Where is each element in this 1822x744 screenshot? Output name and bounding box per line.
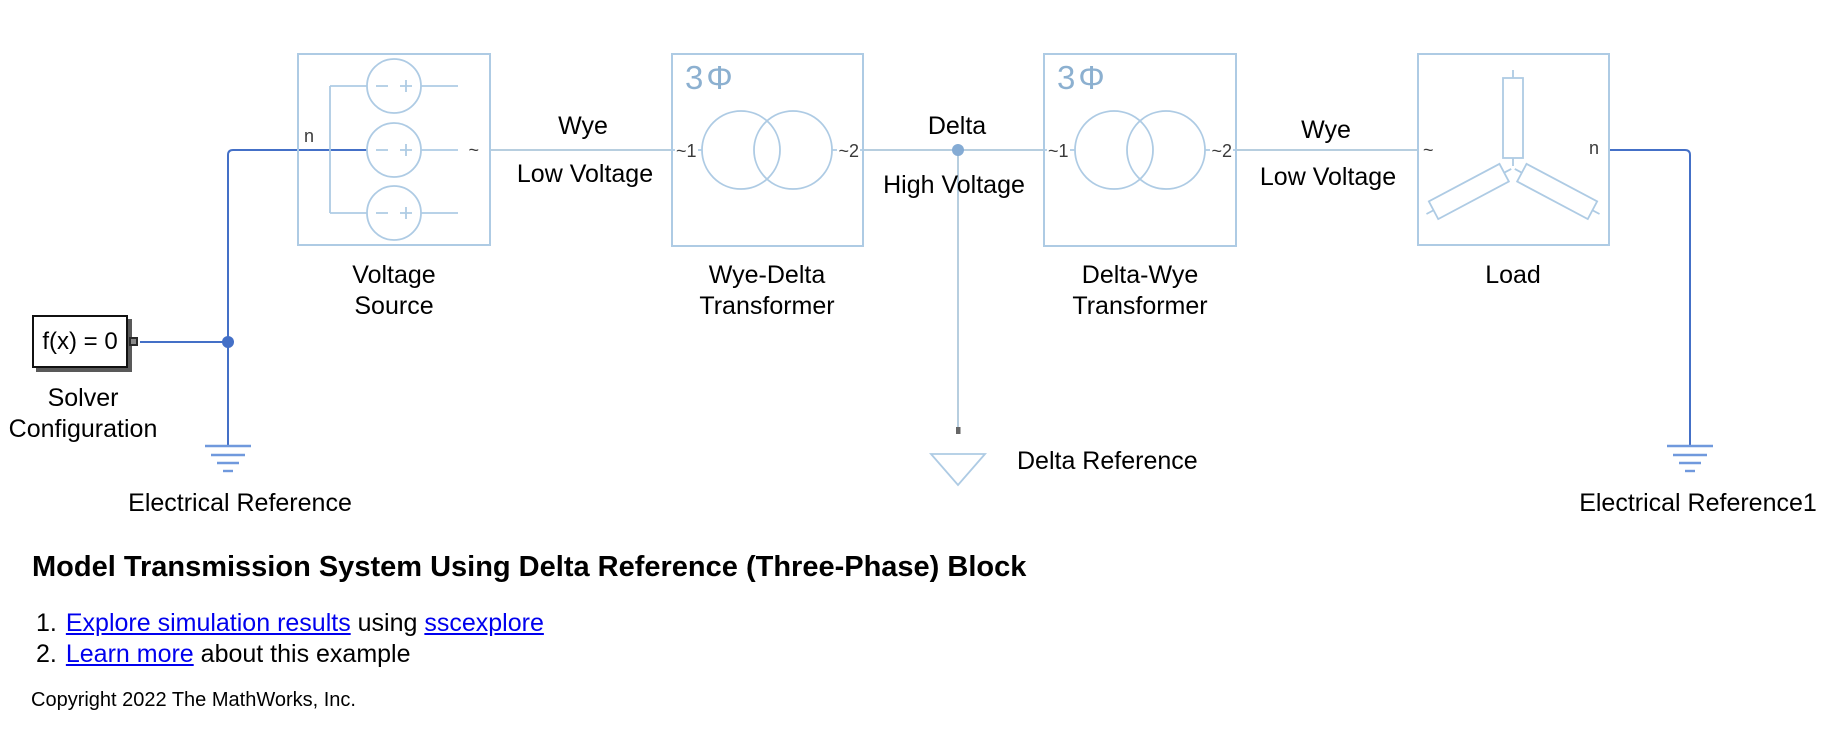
port-label-2: ~2 xyxy=(1210,141,1233,161)
solver-configuration-label: Solver Configuration xyxy=(8,384,158,443)
block-load[interactable]: ~ n xyxy=(1417,53,1610,246)
port-label-ac: ~ xyxy=(1422,140,1435,160)
delta-reference-icon[interactable] xyxy=(929,453,987,487)
delta-wye-transformer-label: Delta-Wye Transformer xyxy=(1072,261,1208,320)
annotation-item-2: 2. Learn more about this example xyxy=(36,640,411,669)
annotation-title: Model Transmission System Using Delta Re… xyxy=(32,551,1027,583)
port-label-1: ~1 xyxy=(675,141,698,161)
block-voltage-source[interactable]: n ~ xyxy=(297,53,491,246)
open-port-marker xyxy=(956,427,961,434)
item-number: 2. xyxy=(36,640,57,668)
wire-load-neutral-to-ground[interactable] xyxy=(1610,149,1691,446)
delta-reference-label: Delta Reference xyxy=(1017,447,1198,475)
explore-simulation-results-link[interactable]: Explore simulation results xyxy=(65,609,351,637)
wire-label-wye-2: Wye xyxy=(1301,116,1351,144)
electrical-reference-label: Electrical Reference xyxy=(128,489,352,517)
port-label-n: n xyxy=(1587,138,1600,158)
wire-label-delta: Delta xyxy=(927,112,987,140)
item-number: 1. xyxy=(36,609,57,637)
junction-dot xyxy=(222,336,234,348)
port-label-ac: ~ xyxy=(468,140,479,160)
delta-junction-dot xyxy=(952,144,964,156)
wye-load-icon xyxy=(1426,70,1600,221)
copyright-text: Copyright 2022 The MathWorks, Inc. xyxy=(31,689,356,711)
block-delta-wye-transformer[interactable]: 3Φ ~1 ~2 xyxy=(1043,53,1237,247)
ground-icon[interactable] xyxy=(1667,444,1713,473)
wire-label-low-voltage-1: Low Voltage xyxy=(516,160,654,188)
item-text: using xyxy=(350,609,425,637)
wire-label-wye-1: Wye xyxy=(558,112,608,140)
annotation-item-1: 1. Explore simulation results using sscex… xyxy=(36,609,544,638)
sscexplore-link[interactable]: sscexplore xyxy=(424,609,544,637)
three-phase-source-icon xyxy=(329,58,458,241)
three-phase-badge: 3Φ xyxy=(685,59,736,96)
wire-label-low-voltage-2: Low Voltage xyxy=(1259,163,1397,191)
ground-icon[interactable] xyxy=(205,444,251,473)
port-label-n: n xyxy=(304,126,315,146)
item-text: about this example xyxy=(193,640,411,668)
port-label-1: ~1 xyxy=(1047,141,1070,161)
wire-neutral-to-source[interactable] xyxy=(227,149,367,446)
learn-more-link[interactable]: Learn more xyxy=(65,640,194,668)
wye-delta-transformer-label: Wye-Delta Transformer xyxy=(699,261,835,320)
block-solver-configuration[interactable]: f(x) = 0 xyxy=(32,315,128,368)
port-label-2: ~2 xyxy=(837,141,860,161)
voltage-source-label: Voltage Source xyxy=(352,261,436,320)
three-phase-badge: 3Φ xyxy=(1057,59,1108,96)
wire-label-high-voltage: High Voltage xyxy=(883,171,1025,199)
block-wye-delta-transformer[interactable]: 3Φ ~1 ~2 xyxy=(671,53,864,247)
load-label: Load xyxy=(1485,261,1541,289)
electrical-reference1-label: Electrical Reference1 xyxy=(1579,489,1817,517)
solver-equation-text: f(x) = 0 xyxy=(42,327,118,355)
solver-port-square[interactable] xyxy=(129,337,138,346)
